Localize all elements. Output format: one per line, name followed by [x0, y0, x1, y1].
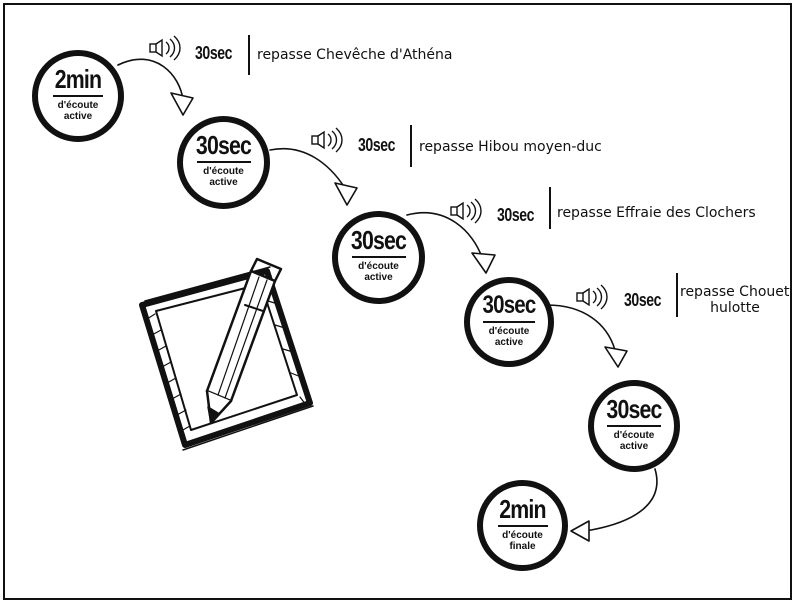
step-label-line1: d'écoute: [203, 165, 244, 177]
step-label-line1: d'écoute: [57, 99, 99, 111]
step-circle-6: 2min d'écoute finale: [477, 480, 568, 571]
speaker-icon: [149, 35, 181, 61]
playback-label-line2: hulotte: [710, 300, 760, 316]
step-duration: 30sec: [606, 394, 662, 424]
arrow-3: [406, 212, 484, 261]
arrow-4: [546, 304, 616, 351]
step-circle-3: 30sec d'écoute active: [332, 211, 425, 304]
step-rule: [483, 321, 535, 323]
divider: [410, 125, 412, 167]
playback-duration: 30sec: [624, 290, 662, 310]
arrowhead-1: [170, 92, 194, 116]
step-label-line2: active: [364, 271, 393, 283]
step-label-line2: active: [619, 440, 649, 452]
step-label-line2: active: [63, 110, 93, 122]
divider: [248, 35, 250, 75]
step-rule: [497, 525, 548, 527]
speaker-icon: [576, 284, 608, 310]
step-label-line2: active: [494, 336, 524, 348]
step-rule: [351, 256, 406, 258]
arrow-5: [584, 468, 658, 532]
playback-label-line1: repasse Chouette: [680, 284, 792, 300]
playback-label: repasse Hibou moyen-duc: [419, 139, 602, 155]
step-circle-1: 2min d'écoute active: [32, 50, 124, 142]
notepad-pencil-icon: [139, 257, 314, 451]
arrowhead-5: [570, 520, 590, 542]
step-label-line1: d'écoute: [488, 325, 530, 337]
step-duration: 30sec: [482, 291, 537, 319]
diagram-frame: 30sec repasse Chevêche d'Athéna 30sec re…: [3, 3, 792, 600]
arrow-1: [117, 58, 184, 101]
playback-duration: 30sec: [195, 43, 233, 63]
arrowhead-2: [334, 182, 358, 206]
arrowhead-3: [471, 252, 496, 274]
step-circle-2: 30sec d'écoute active: [177, 116, 270, 209]
speaker-icon: [311, 127, 343, 153]
step-duration: 30sec: [350, 225, 407, 255]
step-circle-5: 30sec d'écoute active: [588, 380, 680, 472]
arrowhead-4: [604, 346, 628, 368]
step-label-line1: d'écoute: [502, 529, 543, 541]
step-duration: 30sec: [195, 130, 252, 160]
step-label-line2: finale: [509, 540, 536, 552]
step-circle-4: 30sec d'écoute active: [464, 277, 554, 367]
step-label-line1: d'écoute: [613, 429, 655, 441]
step-rule: [53, 95, 103, 97]
playback-label: repasse Effraie des Clochers: [557, 205, 756, 221]
step-label-line1: d'écoute: [358, 260, 399, 272]
playback-duration: 30sec: [497, 205, 535, 225]
flow-arrows: [117, 58, 658, 542]
step-label-line2: active: [209, 176, 238, 188]
playback-label: repasse Chouette hulotte: [680, 284, 790, 316]
arrow-2: [269, 147, 346, 189]
divider: [549, 187, 551, 229]
playback-label: repasse Chevêche d'Athéna: [257, 47, 453, 63]
playback-duration: 30sec: [358, 135, 396, 155]
divider: [676, 273, 678, 317]
step-rule: [196, 161, 251, 163]
step-rule: [607, 425, 661, 427]
step-duration: 2min: [499, 494, 546, 524]
step-duration: 2min: [54, 64, 102, 94]
speaker-icon: [450, 198, 482, 224]
